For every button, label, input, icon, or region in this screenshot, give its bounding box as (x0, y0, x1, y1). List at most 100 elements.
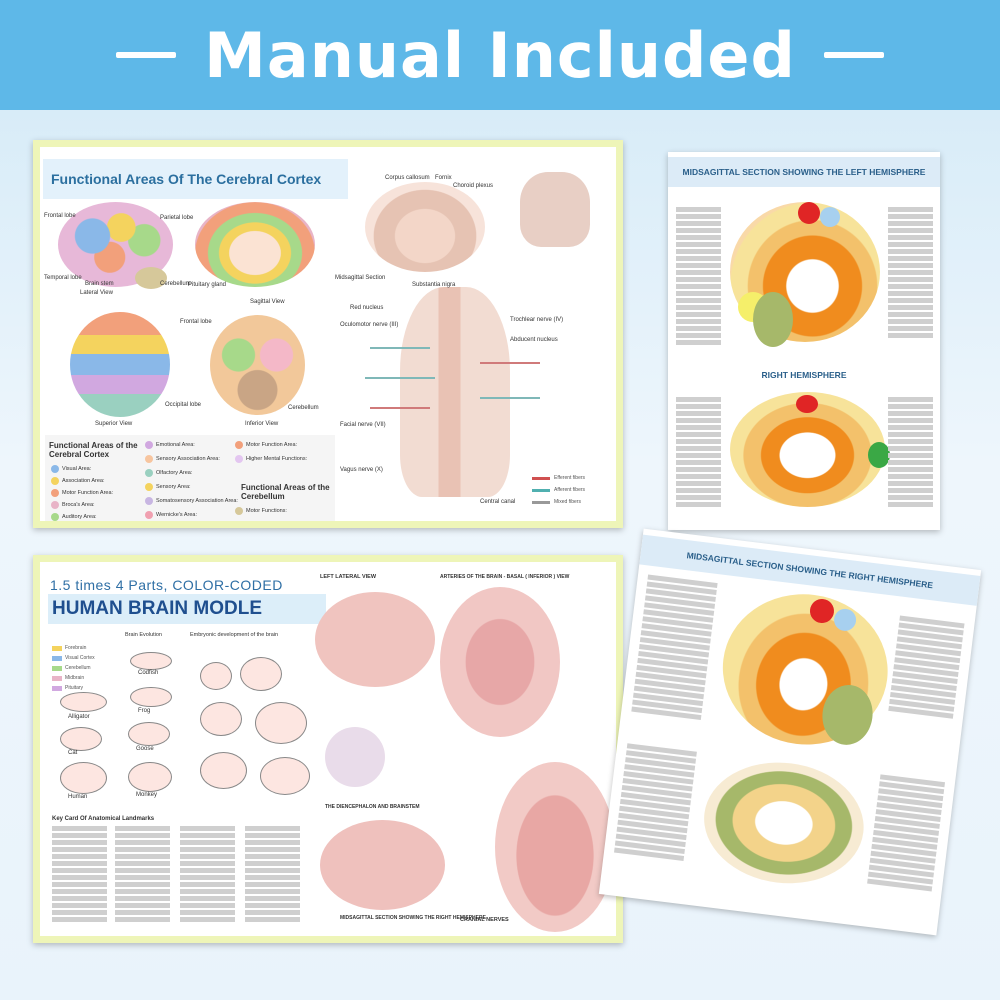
oculomotor-label: Oculomotor nerve (III) (340, 322, 399, 328)
brainstem-nerves-illustration (400, 287, 510, 497)
afferent-swatch (532, 489, 550, 492)
evolution-heading: Brain Evolution (125, 632, 162, 638)
legend-auditory: Auditory Area: (62, 514, 97, 520)
efferent-label: Efferent fibers (554, 475, 586, 481)
legend-dot-sensory (145, 483, 153, 491)
frontal-lobe-label: Frontal lobe (44, 213, 76, 219)
legend-dot-emotional (145, 441, 153, 449)
blue-region (820, 207, 840, 227)
poster1-title-box: Functional Areas Of The Cerebral Cortex (43, 159, 348, 199)
legend-emotional: Emotional Area: (156, 442, 195, 448)
diencephalon-heading: THE DIENCEPHALON AND BRAINSTEM (325, 804, 420, 810)
embryo-5 (200, 752, 247, 789)
red-region (798, 202, 820, 224)
pituitary-label: Pituitary gland (188, 282, 227, 288)
right-label-column (888, 207, 933, 340)
key-pituitary: Pituitary (65, 685, 84, 691)
cranial-nerves-heading: CRANIAL NERVES (460, 917, 509, 923)
legend-motor: Motor Function Area: (62, 490, 114, 496)
legend-title: Functional Areas of the Cerebral Cortex (49, 441, 138, 459)
left-lateral-brain (315, 592, 435, 687)
choroid-plexus-label: Choroid plexus (453, 183, 494, 189)
sagittal-view-caption: Sagittal View (250, 299, 285, 305)
nerve-line-4 (480, 362, 540, 364)
legend-visual: Visual Area: (62, 466, 92, 472)
key-visual: Visual Cortex (65, 655, 95, 661)
nerve-line-2 (365, 377, 435, 379)
legend-wernicke: Wernicke's Area: (156, 512, 197, 518)
efferent-swatch (532, 477, 550, 480)
midsagittal-right-brain (320, 820, 445, 910)
red-nucleus-label: Red nucleus (350, 305, 384, 311)
superior-view-caption: Superior View (95, 421, 133, 427)
midsagittal-caption: Midsagittal Section (335, 275, 386, 281)
banner: Manual Included (0, 0, 1000, 110)
poster2-title: HUMAN BRAIN MODLE (48, 594, 326, 624)
arteries-brain (440, 587, 560, 737)
temporal-lobe-label: Temporal lobe (44, 275, 82, 281)
key-forebrain: Forebrain (65, 645, 87, 651)
embryo-6 (260, 757, 310, 795)
legend-dot-motor (51, 489, 59, 497)
legend-cerebellum-title: Functional Areas of the Cerebellum (241, 483, 330, 501)
poster1-title: Functional Areas Of The Cerebral Cortex (51, 171, 322, 187)
central-canal-label: Central canal (480, 499, 516, 505)
poster-right-hemisphere: MIDSAGITTAL SECTION SHOWING THE RIGHT HE… (598, 528, 982, 936)
corpus-callosum-label: Corpus callosum (385, 175, 430, 181)
right-hem-left-labels (676, 397, 721, 509)
key-card-col-2 (115, 826, 170, 924)
cerebellum-region (753, 292, 793, 347)
legend-association: Association Area: (62, 478, 105, 484)
key-card-col-1 (52, 826, 107, 924)
legend-dot-cerebellum-motor (235, 507, 243, 515)
inferior-view-caption: Inferior View (245, 421, 279, 427)
vagus-label: Vagus nerve (X) (340, 467, 383, 473)
midsagittal-section-illustration (365, 182, 485, 272)
right-red-region (796, 395, 818, 413)
legend-motor-fn: Motor Function Area: (246, 442, 298, 448)
legend-dot-olfactory (145, 469, 153, 477)
legend-dot-auditory (51, 513, 59, 521)
codfish-label: Codfish (138, 670, 159, 676)
right-hem-right-labels (888, 397, 933, 509)
poster2-subtitle: 1.5 times 4 Parts, COLOR-CODED (50, 577, 283, 593)
nerve-line-1 (370, 347, 430, 349)
legend-broca: Broca's Area: (62, 502, 95, 508)
legend-somato: Somatosensory Association Area: (156, 498, 238, 504)
key-card-heading: Key Card Of Anatomical Landmarks (52, 816, 155, 822)
monkey-label: Monkey (136, 792, 158, 798)
inferior-brain-illustration (210, 315, 305, 415)
afferent-label: Afferent fibers (554, 487, 586, 493)
mixed-swatch (532, 501, 550, 504)
key-card-col-4 (245, 826, 300, 924)
lateral-cerebellum (135, 267, 167, 289)
lateral-view-caption: Lateral View (80, 290, 113, 296)
poster-functional-areas: Functional Areas Of The Cerebral Cortex … (33, 140, 623, 528)
legend-cerebellum-motor: Motor Functions: (246, 508, 287, 514)
monkey-brain (128, 762, 172, 792)
abducent-label: Abducent nucleus (510, 337, 558, 343)
poster-human-brain-model: 1.5 times 4 Parts, COLOR-CODED HUMAN BRA… (33, 555, 623, 943)
left-lateral-heading: LEFT LATERAL VIEW (320, 574, 377, 580)
superior-brain-illustration (70, 312, 170, 417)
frontal-lobe-label-2: Frontal lobe (180, 319, 212, 325)
legend-olfactory: Olfactory Area: (156, 470, 193, 476)
facial-label: Facial nerve (VII) (340, 422, 386, 428)
banner-title: Manual Included (204, 18, 796, 92)
legend-dot-visual (51, 465, 59, 473)
frog-label: Frog (138, 708, 151, 714)
alligator-label: Alligator (68, 714, 90, 720)
p4-left-labels (631, 574, 718, 722)
poster-left-hemisphere: MIDSAGITTAL SECTION SHOWING THE LEFT HEM… (668, 152, 940, 530)
codfish-brain (130, 652, 172, 670)
poster1-legend: Functional Areas of the Cerebral Cortex … (45, 435, 335, 521)
p4-bottom-right-labels (867, 774, 946, 893)
left-label-column (676, 207, 721, 347)
midsagittal-right-heading: MIDSAGITTAL SECTION SHOWING THE RIGHT HE… (340, 915, 486, 921)
substantia-nigra-label: Substantia nigra (412, 282, 456, 288)
p4-right-labels (888, 615, 965, 721)
embryonic-heading: Embryonic development of the brain (190, 632, 279, 638)
embryo-1 (200, 662, 232, 690)
legend-dot-higher (235, 455, 243, 463)
key-forebrain-swatch (52, 646, 62, 651)
